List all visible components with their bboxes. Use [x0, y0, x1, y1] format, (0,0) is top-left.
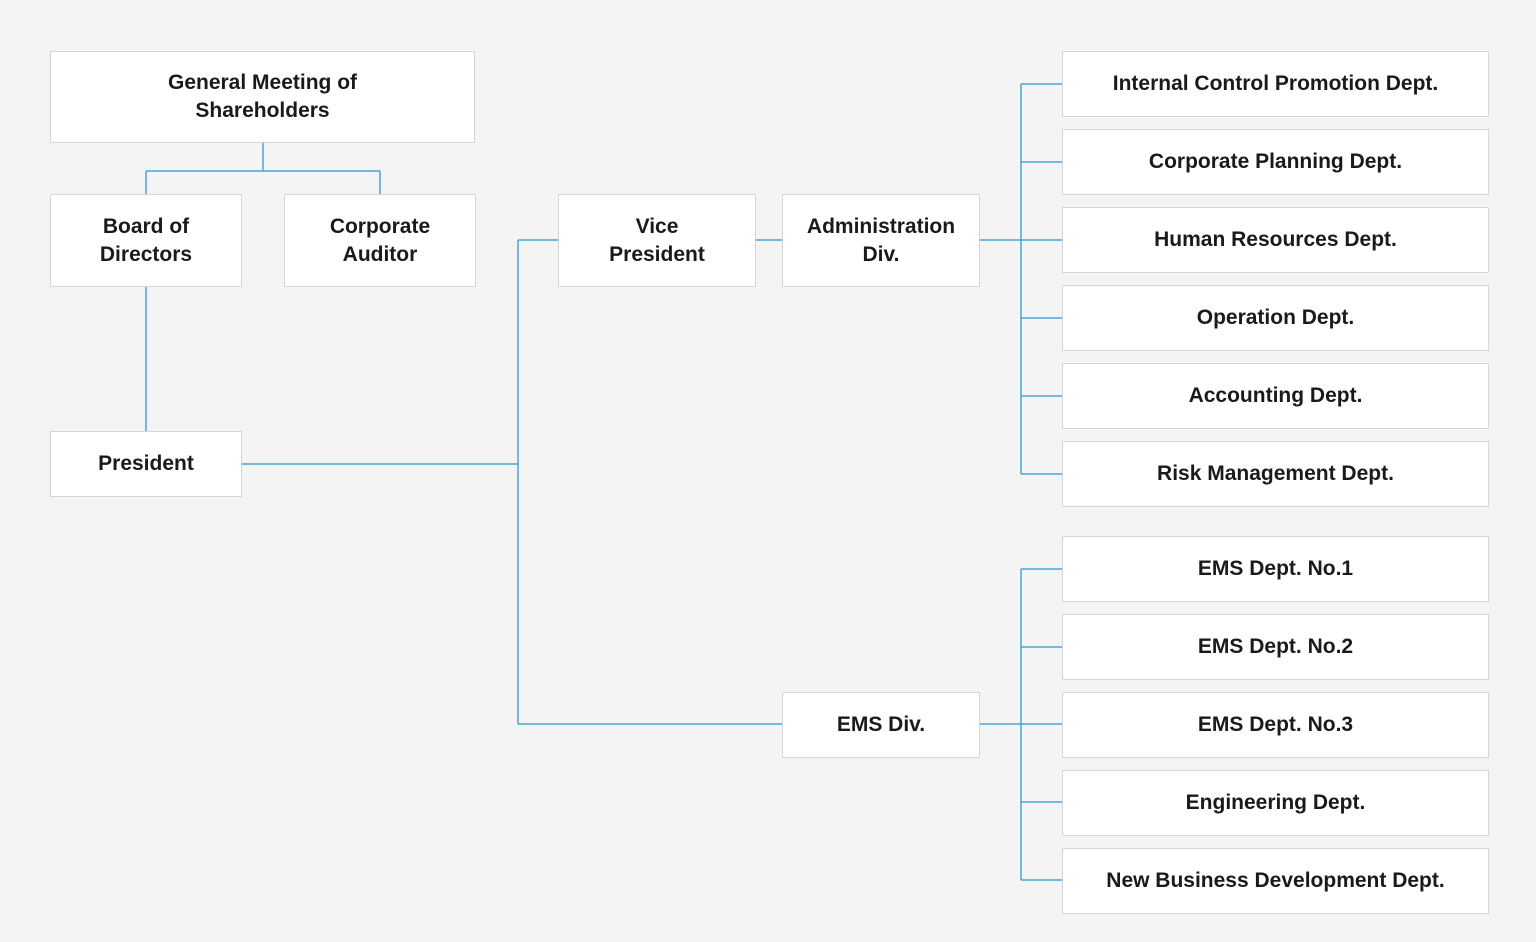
node-operation-dept-label: Operation Dept.	[1196, 306, 1355, 329]
node-human-resources-dept: Human Resources Dept.	[1062, 207, 1489, 273]
node-ems-div-label: EMS Div.	[836, 713, 926, 736]
node-internal-control-dept-label: Internal Control Promotion Dept.	[1112, 72, 1439, 95]
node-general-meeting-label: General Meeting of Shareholders	[167, 71, 358, 122]
node-ems-dept-no2-label: EMS Dept. No.2	[1197, 635, 1354, 658]
node-engineering-dept-label: Engineering Dept.	[1185, 791, 1366, 814]
node-administration-div-label: Administration Div.	[806, 214, 956, 266]
connector-ems-branch	[980, 568, 1062, 881]
node-accounting-dept-label: Accounting Dept.	[1188, 384, 1363, 407]
node-vice-president: Vice President	[558, 194, 756, 287]
node-vice-president-label: Vice President	[609, 214, 705, 266]
node-corporate-auditor-label: Corporate Auditor	[329, 214, 431, 266]
node-corporate-auditor: Corporate Auditor	[284, 194, 476, 287]
node-president-label: President	[98, 452, 194, 475]
node-accounting-dept: Accounting Dept.	[1062, 363, 1489, 429]
node-ems-dept-no1: EMS Dept. No.1	[1062, 536, 1489, 602]
connector-meeting-board-auditor	[145, 143, 381, 194]
node-general-meeting: General Meeting of Shareholders	[50, 51, 475, 143]
node-new-business-dept: New Business Development Dept.	[1062, 848, 1489, 914]
node-engineering-dept: Engineering Dept.	[1062, 770, 1489, 836]
node-ems-dept-no3-label: EMS Dept. No.3	[1197, 713, 1354, 736]
node-ems-dept-no3: EMS Dept. No.3	[1062, 692, 1489, 758]
node-corporate-planning-dept-label: Corporate Planning Dept.	[1148, 150, 1403, 173]
node-operation-dept: Operation Dept.	[1062, 285, 1489, 351]
node-internal-control-dept: Internal Control Promotion Dept.	[1062, 51, 1489, 117]
connector-admin-branch	[980, 83, 1062, 475]
node-ems-dept-no1-label: EMS Dept. No.1	[1197, 557, 1354, 580]
node-board-of-directors: Board of Directors	[50, 194, 242, 287]
node-risk-management-dept: Risk Management Dept.	[1062, 441, 1489, 507]
node-administration-div: Administration Div.	[782, 194, 980, 287]
node-new-business-dept-label: New Business Development Dept.	[1106, 869, 1445, 892]
node-ems-div: EMS Div.	[782, 692, 980, 758]
node-human-resources-dept-label: Human Resources Dept.	[1154, 228, 1397, 251]
node-corporate-planning-dept: Corporate Planning Dept.	[1062, 129, 1489, 195]
node-president: President	[50, 431, 242, 497]
node-ems-dept-no2: EMS Dept. No.2	[1062, 614, 1489, 680]
node-board-of-directors-label: Board of Directors	[99, 214, 193, 266]
node-risk-management-dept-label: Risk Management Dept.	[1157, 462, 1394, 485]
